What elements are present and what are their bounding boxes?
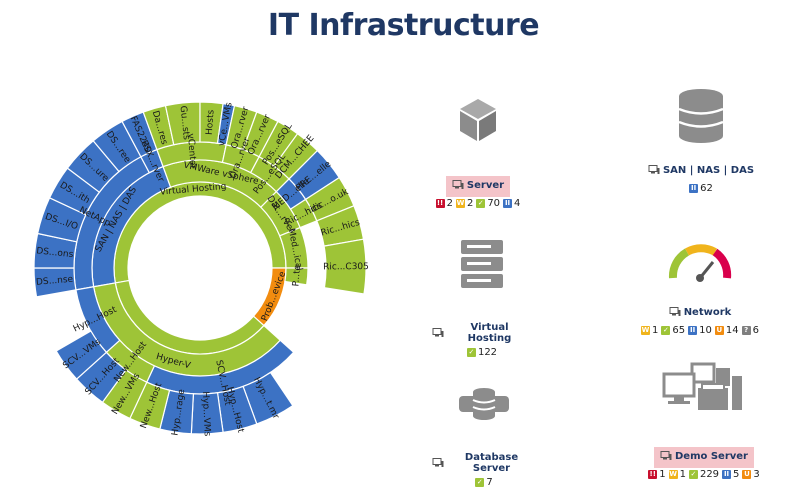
sunburst-segment[interactable] xyxy=(55,330,108,380)
storage-icon xyxy=(678,89,724,143)
critical-icon: !! xyxy=(648,470,658,479)
sunburst-label: DS...ons xyxy=(36,246,74,260)
status-count: 70 xyxy=(487,198,501,209)
maintenance-icon: II xyxy=(689,184,699,193)
status-count: 4 xyxy=(514,198,521,209)
tile-demo-server-name: Demo Server xyxy=(674,450,748,462)
ok-icon: ✓ xyxy=(476,199,486,208)
tile-network-name: Network xyxy=(683,306,732,318)
maintenance-icon: II xyxy=(688,326,698,335)
status-badge-ok: ✓70 xyxy=(476,198,500,209)
sunburst-label: Hosts xyxy=(205,109,217,135)
monitor-icon xyxy=(669,307,681,317)
sunburst-label: Ric...C305 xyxy=(323,262,369,272)
tile-virtual-hosting[interactable]: Virtual Hosting ✓122 xyxy=(428,238,536,358)
status-count: 1 xyxy=(659,469,666,480)
warning-icon: W xyxy=(455,199,465,208)
monitor-icon xyxy=(432,328,444,338)
maintenance-icon: II xyxy=(503,199,513,208)
unknown-icon: U xyxy=(714,326,724,335)
monitor-icon xyxy=(432,458,444,468)
status-count: 5 xyxy=(733,469,740,480)
maintenance-icon: II xyxy=(722,470,732,479)
tile-database-server-name: Database Server xyxy=(464,452,519,474)
ok-icon: ✓ xyxy=(688,470,698,479)
status-count: 122 xyxy=(477,347,498,358)
sunburst-label: vCenter xyxy=(185,133,197,170)
server-rack-icon xyxy=(461,240,503,288)
status-count: 3 xyxy=(753,469,760,480)
critical-icon: !! xyxy=(435,199,445,208)
status-badge-ok: ✓229 xyxy=(688,469,720,480)
unknown-icon: U xyxy=(742,470,752,479)
status-count: 6 xyxy=(752,325,759,336)
sunburst-label: P...te xyxy=(291,264,303,287)
database-server-icon xyxy=(459,388,509,420)
ok-icon: ✓ xyxy=(475,478,485,487)
warning-icon: W xyxy=(641,326,651,335)
page-title: IT Infrastructure xyxy=(267,8,540,43)
status-count: 65 xyxy=(672,325,686,336)
warning-icon: W xyxy=(668,470,678,479)
cube-icon xyxy=(460,99,496,141)
tile-san-name: SAN | NAS | DAS xyxy=(662,164,755,176)
tile-server-name: Server xyxy=(466,179,505,191)
status-badge-critical: !!1 xyxy=(648,469,666,480)
status-badge-ok: ✓122 xyxy=(466,347,498,358)
status-badges: ✓7 xyxy=(428,477,540,488)
sunburst-label: Hyp...VMs xyxy=(200,391,212,437)
computers-icon xyxy=(662,362,742,410)
sunburst-label: Gu...sts xyxy=(177,105,191,140)
ok-icon: ✓ xyxy=(466,348,476,357)
tile-virtual-hosting-name: Virtual Hosting xyxy=(467,322,512,344)
sunburst-segment[interactable] xyxy=(284,267,309,286)
sunburst-segment[interactable] xyxy=(323,238,367,295)
status-count: 2 xyxy=(466,198,474,209)
sunburst-label: DS...nse xyxy=(36,275,74,288)
status-count: 14 xyxy=(725,325,739,336)
monitor-icon xyxy=(648,165,660,175)
monitor-icon xyxy=(452,180,464,190)
status-count: 7 xyxy=(486,477,493,488)
status-count: 62 xyxy=(700,183,713,194)
gauge-icon xyxy=(668,244,732,282)
status-count: 229 xyxy=(699,469,720,480)
ok-icon: ✓ xyxy=(661,326,671,335)
monitor-icon xyxy=(660,451,672,461)
status-badge-critical: !!2 xyxy=(435,198,453,209)
status-count: 1 xyxy=(652,325,659,336)
status-count: 2 xyxy=(446,198,453,209)
status-badges: ✓122 xyxy=(428,347,536,358)
status-badge-ok: ✓7 xyxy=(475,477,493,488)
grey-icon: ? xyxy=(741,326,751,335)
status-count: 1 xyxy=(679,469,686,480)
status-badge-grey: ?6 xyxy=(741,325,759,336)
status-count: 10 xyxy=(699,325,712,336)
status-badge-ok: ✓65 xyxy=(661,325,685,336)
tile-database-server[interactable]: Database Server ✓7 xyxy=(428,386,540,488)
